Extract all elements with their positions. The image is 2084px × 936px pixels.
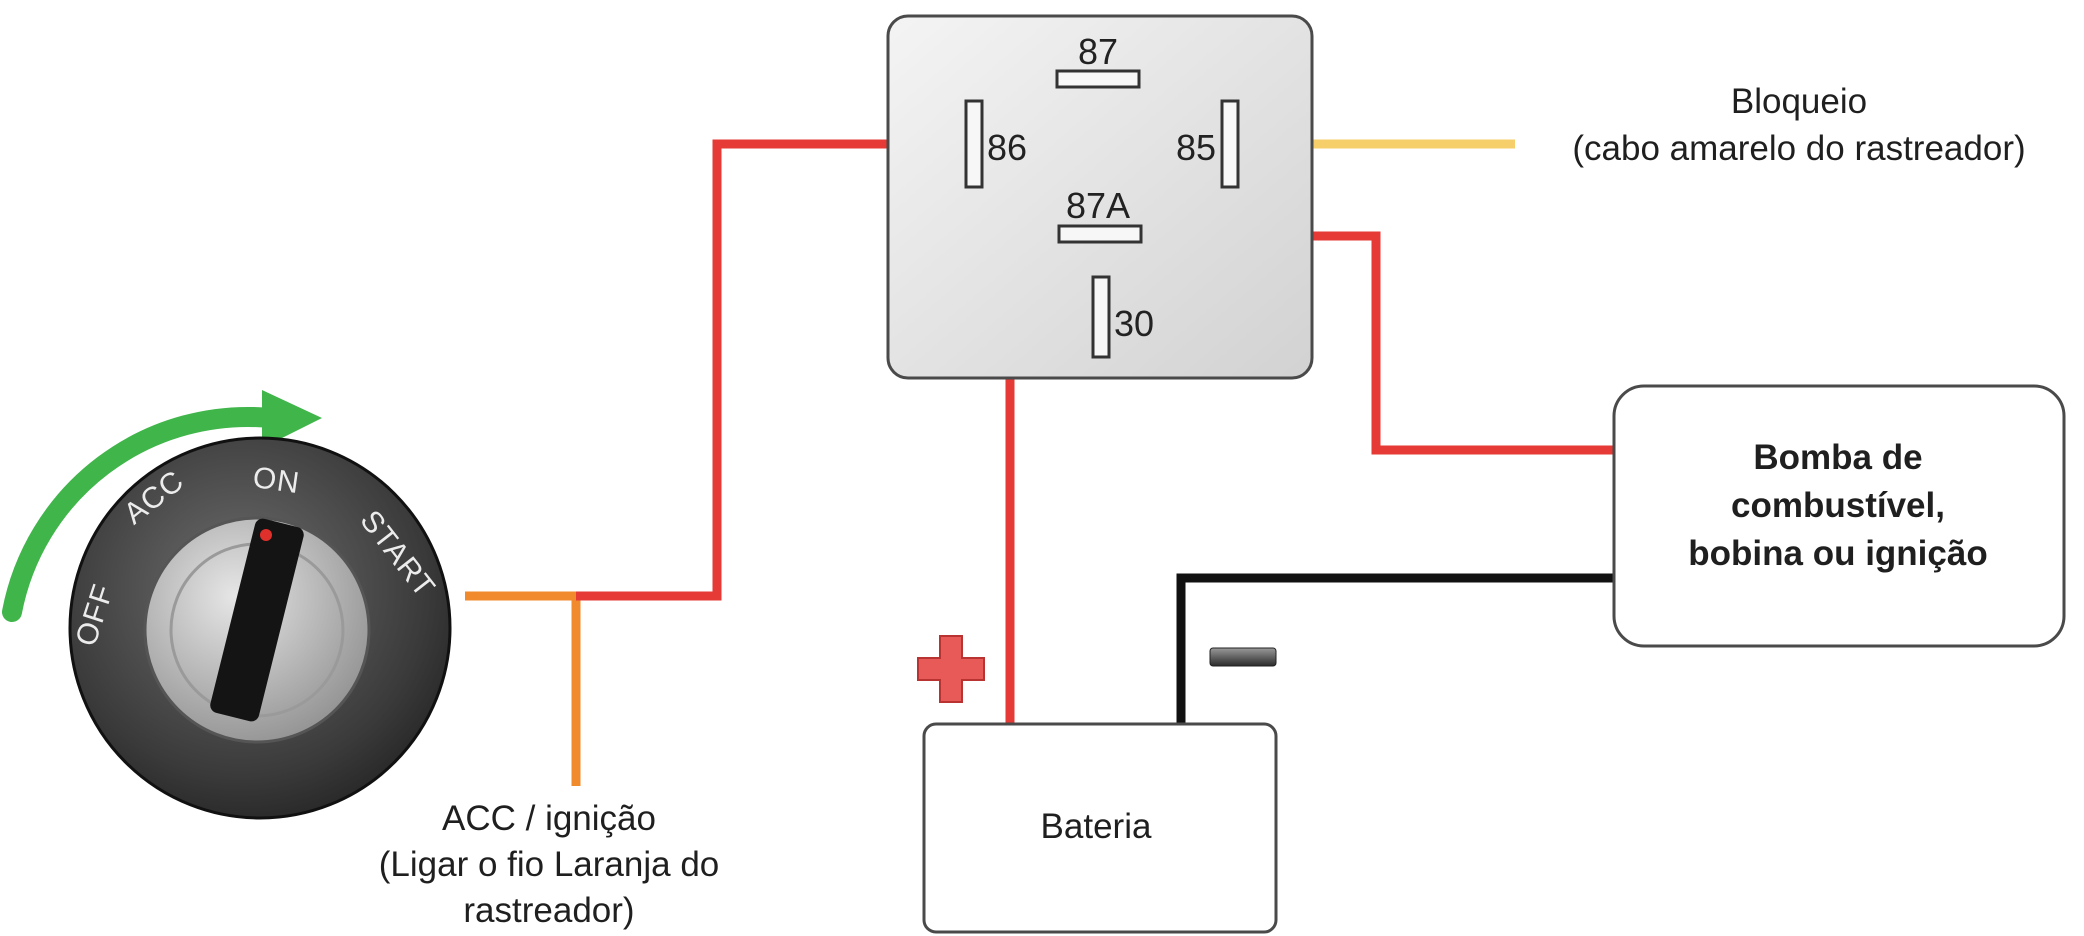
battery: Bateria	[917, 635, 1278, 934]
rotation-arrow-icon	[2, 406, 280, 622]
load-box-line3: bobina ou ignição	[1688, 534, 1987, 573]
relay-pin-30	[1091, 275, 1111, 359]
wire-ground-black	[1176, 573, 1616, 728]
blocking-label-line1: Bloqueio	[1731, 82, 1867, 121]
relay-body	[886, 14, 1314, 380]
load-box-frame	[1612, 384, 2066, 648]
wire-acc-to-86	[576, 139, 968, 601]
battery-plus-icon	[917, 635, 985, 703]
key-position-on: ON	[251, 461, 302, 500]
load-box-line1: Bomba de	[1753, 438, 1922, 477]
battery-label: Bateria	[1041, 807, 1152, 846]
relay-pin-86	[964, 99, 984, 189]
ignition-key: OFF ACC ON START	[2, 390, 452, 820]
battery-frame	[922, 722, 1278, 934]
relay-pin-87a-label: 87A	[1066, 185, 1130, 226]
acc-label-line3: rastreador)	[463, 891, 634, 930]
relay-pin-86-label: 86	[987, 127, 1027, 168]
relay: 87 86 85 87A 30	[886, 14, 1314, 380]
relay-pin-85	[1220, 99, 1240, 189]
blocking-label-line2: (cabo amarelo do rastreador)	[1572, 129, 2025, 168]
relay-pin-87	[1055, 69, 1141, 89]
acc-label-line1: ACC / ignição	[442, 799, 656, 838]
relay-pin-30-label: 30	[1114, 303, 1154, 344]
load-box-line2: combustível,	[1731, 486, 1945, 525]
ignition-indicator-dot	[260, 529, 272, 541]
load-box: Bomba de combustível, bobina ou ignição	[1612, 384, 2066, 648]
rotation-arrowhead-icon	[262, 390, 322, 448]
ignition-key-slot	[210, 518, 304, 722]
relay-pin-87a	[1057, 224, 1143, 244]
relay-pin-87-label: 87	[1078, 31, 1118, 72]
relay-pin-85-label: 85	[1176, 127, 1216, 168]
battery-minus-icon	[1209, 647, 1277, 667]
acc-label-line2: (Ligar o fio Laranja do	[379, 845, 720, 884]
